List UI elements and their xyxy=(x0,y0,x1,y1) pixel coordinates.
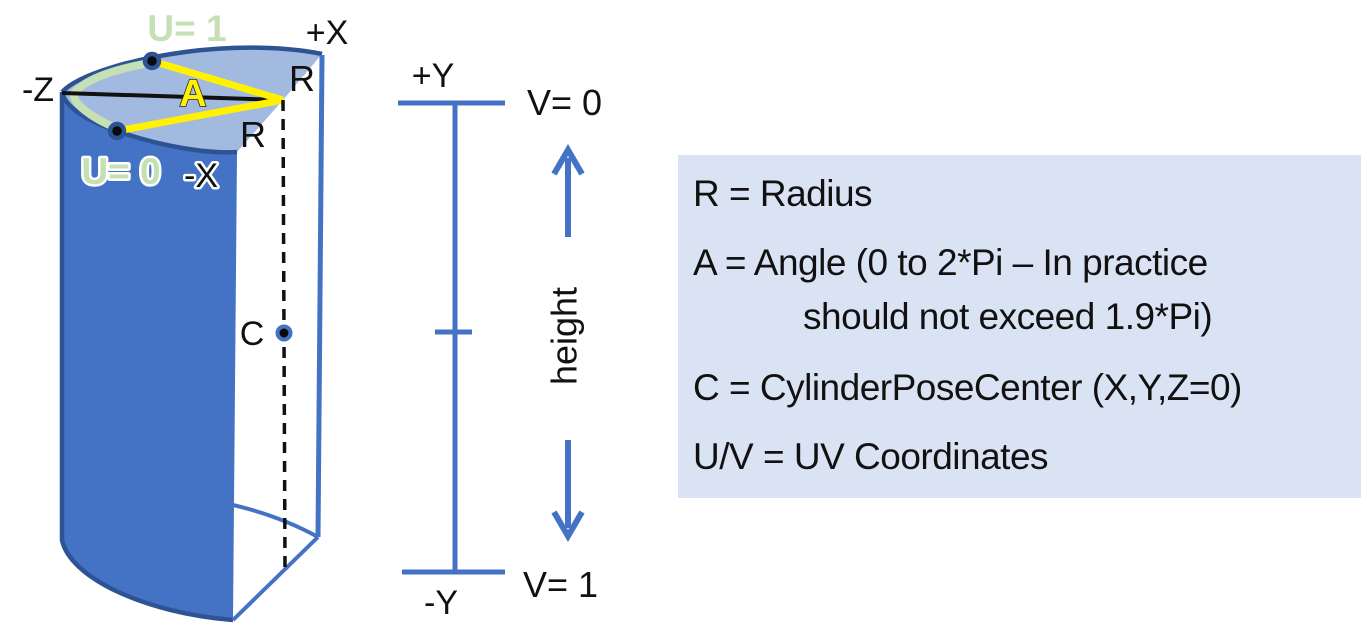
down-arrow xyxy=(551,440,585,542)
label-radius-bottom: R xyxy=(240,114,266,155)
label-minus-x: -X xyxy=(184,157,218,195)
up-arrow xyxy=(551,144,585,237)
label-minus-z: -Z xyxy=(22,71,54,109)
point-c xyxy=(275,324,293,342)
bottom-cut-edge xyxy=(231,535,320,622)
label-minus-y: -Y xyxy=(424,584,458,622)
label-plus-x: +X xyxy=(306,14,349,52)
legend-box: R = Radius A = Angle (0 to 2*Pi – In pra… xyxy=(678,155,1361,498)
label-plus-y: +Y xyxy=(412,57,455,95)
legend-line-angle: A = Angle (0 to 2*Pi – In practice xyxy=(693,242,1208,283)
label-u1: U= 1 xyxy=(147,8,226,49)
top-ellipse-back-rim xyxy=(60,45,323,94)
label-v1: V= 1 xyxy=(523,564,598,605)
label-radius-top: R xyxy=(289,58,315,99)
diameter-line xyxy=(61,91,284,102)
point-u1 xyxy=(142,51,162,71)
radius-line-u0 xyxy=(116,96,284,135)
legend-line-angle-continued: should not exceed 1.9*Pi) xyxy=(803,296,1213,337)
legend-line-uv: U/V = UV Coordinates xyxy=(693,436,1049,477)
label-center-c: C xyxy=(240,315,265,353)
cylinder-uv-diagram: U= 1 +X -Z R A R U= 0 -X C +Y V= 0 V= 1 … xyxy=(22,6,602,623)
legend-line-radius: R = Radius xyxy=(693,173,873,214)
point-u0 xyxy=(107,121,127,141)
right-wall-edge xyxy=(315,54,325,538)
label-v0: V= 0 xyxy=(527,82,602,123)
body-left-bottom-outline xyxy=(59,92,234,623)
cylinder-body xyxy=(62,92,237,620)
radius-line-u1 xyxy=(151,57,284,104)
label-angle: A xyxy=(179,73,206,115)
label-u0: U= 0 xyxy=(81,151,160,192)
bottom-inner-arc xyxy=(232,503,319,539)
label-height: height xyxy=(544,287,585,385)
legend-line-center: C = CylinderPoseCenter (X,Y,Z=0) xyxy=(693,367,1242,408)
